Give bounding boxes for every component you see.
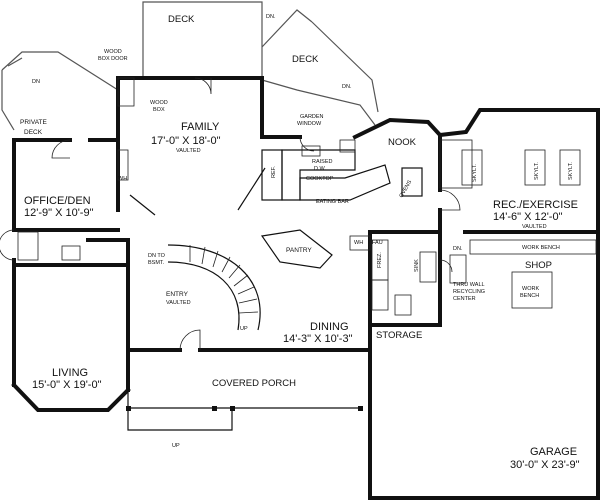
ref-label: REF. — [271, 166, 277, 178]
work-bench-top-label: WORK BENCH — [522, 245, 560, 251]
deck-top-label: DECK — [168, 14, 195, 25]
dn-shop-label: DN. — [453, 246, 463, 252]
door-swings — [0, 77, 461, 351]
family-dims-label: 17'-0" X 18'-0" — [151, 135, 221, 147]
garage-dims-label: 30'-0" X 23'-9" — [510, 459, 580, 471]
dn-private-label: DN — [32, 79, 40, 85]
up-stair-label: UP — [240, 326, 248, 332]
walls — [11, 76, 600, 500]
rec-vaulted-label: VAULTED — [522, 224, 547, 230]
family-vaulted-label: VAULTED — [176, 148, 201, 154]
cooktop-label: COOKTOP — [306, 176, 334, 182]
wh2-label: WH — [354, 240, 363, 246]
dn-deck-top-label: DN. — [266, 14, 276, 20]
curved-stair — [167, 244, 261, 331]
fau-label: FAU — [372, 240, 383, 246]
rec-name-label: REC./EXERCISE — [493, 199, 578, 211]
deck-outlines — [1, 1, 379, 131]
storage-label: STORAGE — [376, 330, 422, 341]
frez-label: FREZ. — [377, 252, 383, 268]
garage-name-label: GARAGE — [530, 446, 577, 458]
covered-porch-outline — [126, 390, 363, 431]
entry-name-label: ENTRY — [166, 291, 189, 298]
wh-label: WH — [118, 176, 127, 182]
office-name-label: OFFICE/DEN — [24, 195, 91, 207]
skylt-label-1: SKYLT. — [472, 164, 478, 182]
dining-dims-label: 14'-3" X 10'-3" — [283, 333, 353, 345]
office-dims-label: 12'-9" X 10'-9" — [24, 207, 94, 219]
skylt-label-3: SKYLT. — [568, 162, 574, 180]
dn-deck-right-label: DN. — [342, 84, 352, 90]
shop-label: SHOP — [525, 260, 552, 271]
eating-bar-label: EATING BAR — [316, 199, 349, 205]
up-porch-label: UP — [172, 443, 180, 449]
skylt-label-2: SKYLT. — [534, 162, 540, 180]
rec-dims-label: 14'-6" X 12'-0" — [493, 211, 563, 223]
family-name-label: FAMILY — [181, 121, 220, 133]
living-name-label: LIVING — [52, 367, 88, 379]
fixtures — [17, 77, 597, 316]
sink-label: SINK — [414, 259, 420, 272]
entry-vaulted-label: VAULTED — [166, 300, 191, 306]
dining-name-label: DINING — [310, 321, 349, 333]
living-dims-label: 15'-0" X 19'-0" — [32, 379, 102, 391]
covered-porch-label: COVERED PORCH — [212, 378, 296, 389]
deck-right-label: DECK — [292, 54, 319, 65]
nook-label: NOOK — [388, 137, 417, 148]
pantry-label: PANTRY — [286, 247, 312, 254]
